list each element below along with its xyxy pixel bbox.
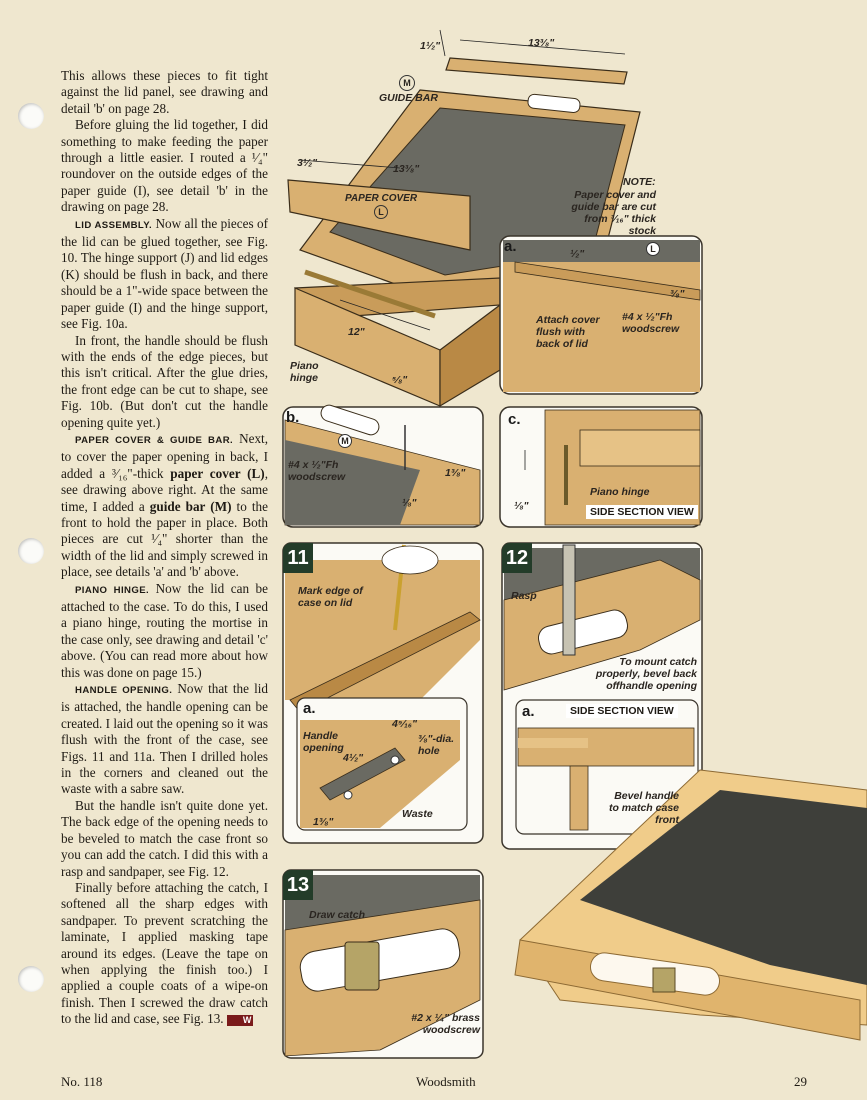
fig11-dim-4-5: 4¹⁄₂" [343,752,364,764]
fig11-dim-1-38: 1³⁄₈" [313,816,334,828]
detail-b-letter: M [338,434,352,448]
detail-b-dim-1-8: ¹⁄₈" [402,497,417,509]
text-paper-cover-a: Next, to cover the paper opening in back… [61,430,268,481]
fig11-hole: ³⁄₈"-dia. hole [418,733,455,757]
end-mark: W [226,1015,254,1027]
fig11-waste: Waste [402,808,433,820]
binder-hole-top [18,103,44,129]
fig12-bevel: Bevel handle to match case front [608,790,679,826]
fig12a-title: SIDE SECTION VIEW [566,704,678,718]
dim-5-8: ⁵⁄₈" [392,374,408,386]
fig12a-label: a. [522,703,535,720]
binder-hole-middle [18,538,44,564]
detail-a-dim-3-8: ³⁄₈" [670,288,685,300]
paragraph-4: In front, the handle should be flush wit… [61,332,268,430]
detail-a-letter: L [646,242,660,256]
dim-13-38-top: 13³⁄₈" [528,37,555,49]
paper-cover-letter: L [374,205,388,219]
heading-paper-cover: PAPER COVER & GUIDE BAR. [75,434,234,446]
page-footer: No. 118 Woodsmith 29 [61,1074,807,1092]
text-paper-cover-c: to the front to hold the paper in place.… [61,498,268,580]
fig11-mark: Mark edge of case on lid [298,585,363,609]
article-text-column: This allows these pieces to fit tight ag… [61,68,268,1028]
paragraph-lid-assembly: LID ASSEMBLY. Now all the pieces of the … [61,216,268,333]
finished-tray-photo [514,769,867,1041]
paragraph-8: But the handle isn't quite done yet. The… [61,797,268,879]
case-side [439,303,501,408]
fig-13-badge: 13 [283,870,313,900]
footer-issue: No. 118 [61,1074,103,1089]
detail-c-title: SIDE SECTION VIEW [586,505,698,519]
paragraph-piano-hinge: PIANO HINGE. Now the lid can be attached… [61,581,268,681]
detail-b-dim-1-38: 1³⁄₈" [445,467,466,479]
fig-11-badge: 11 [283,543,313,573]
dim-13-38-mid: 13³⁄₈" [393,163,420,175]
dim-1-5: 1¹⁄₂" [420,40,441,52]
detail-c-dim-1-8: ¹⁄₈" [514,500,529,512]
paragraph-handle-opening: HANDLE OPENING. Now that the lid is atta… [61,681,268,798]
heading-handle-opening: HANDLE OPENING. [75,685,173,697]
bold-paper-cover: paper cover (L) [170,465,265,481]
guide-bar-piece [445,57,628,85]
detail-a-screw: #4 x ¹⁄₂"Fh woodscrew [622,311,680,335]
detail-a-dim-half: ¹⁄₂" [570,248,585,260]
detail-a-label: a. [504,238,517,255]
binder-hole-bottom [18,966,44,992]
fig13-draw-catch: Draw catch [309,909,366,921]
text-paper-cover-b: , see drawing above right. At the same t… [61,465,268,514]
guide-bar-letter: M [399,75,415,91]
bold-guide-bar: guide bar (M) [149,498,232,514]
footer-magazine: Woodsmith [416,1074,476,1089]
fig11-handle: Handle opening [303,730,344,754]
text-lid-assembly: Now all the pieces of the lid can be glu… [61,215,268,332]
text-piano-hinge: Now the lid can be attached to the case.… [61,580,269,680]
paragraph-1: This allows these pieces to fit tight ag… [61,68,268,116]
guide-bar-label: GUIDE BAR [379,92,438,104]
detail-c-label: c. [508,411,521,428]
note-title: NOTE: [623,176,656,188]
piano-hinge-label: Piano hinge [290,360,319,384]
heading-lid-assembly: LID ASSEMBLY. [75,219,153,231]
fig13-screw: #2 x ¹⁄₄" brass woodscrew [411,1012,480,1036]
paper-cover-label: PAPER COVER [345,193,418,204]
detail-b-label: b. [286,409,300,426]
heading-piano-hinge: PIANO HINGE. [75,584,150,596]
detail-a-attach: Attach cover flush with back of lid [536,314,600,350]
fig11-dim-4-916: 4⁹⁄₁₆" [392,718,417,730]
fig-12-badge: 12 [502,543,532,573]
dim-3-5: 3¹⁄₂" [297,157,318,169]
fig11a-label: a. [303,700,316,717]
piano-hinge-strip [304,269,436,319]
text-final: Finally before attaching the catch, I so… [61,879,268,1027]
detail-b-screw: #4 x ¹⁄₂"Fh woodscrew [288,459,346,483]
fig12-mount: To mount catch properly, bevel back offh… [595,656,697,692]
footer-page-number: 29 [794,1074,807,1089]
detail-c-piano-hinge: Piano hinge [590,486,650,498]
paragraph-9: Finally before attaching the catch, I so… [61,880,268,1028]
fig12-rasp: Rasp [511,590,537,602]
note-body: Paper cover and guide bar are cut from ³… [571,189,656,237]
paragraph-2: Before gluing the lid together, I did so… [61,117,268,215]
text-handle-opening: Now that the lid is attached, the handle… [61,681,268,797]
paragraph-paper-cover: PAPER COVER & GUIDE BAR. Next, to cover … [61,431,268,581]
dim-12: 12" [348,326,365,338]
